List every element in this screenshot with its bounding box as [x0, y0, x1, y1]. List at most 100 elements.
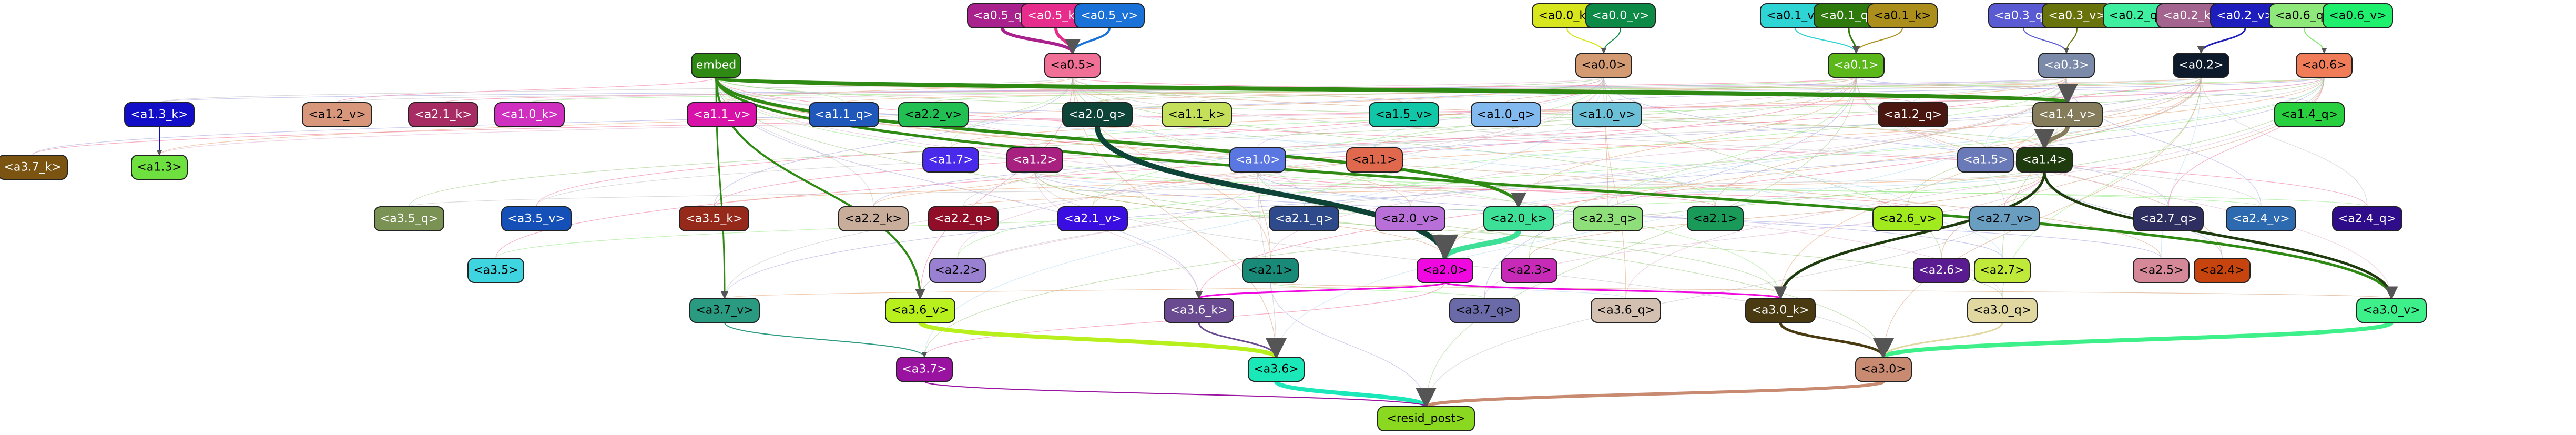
node-box[interactable]	[374, 206, 444, 231]
node-box[interactable]	[124, 102, 195, 127]
node-a2-7-v[interactable]: <a2.7_v>	[1969, 206, 2040, 231]
node-a1-2-q[interactable]: <a1.2_q>	[1878, 102, 1948, 127]
node-a2-1[interactable]: <a2.1>	[1687, 206, 1744, 231]
node-box[interactable]	[2038, 53, 2095, 78]
node-box[interactable]	[2173, 53, 2229, 78]
node-a2-7-q[interactable]: <a2.7_q>	[2133, 206, 2204, 231]
node-a1-1-v[interactable]: <a1.1_v>	[687, 102, 757, 127]
node-box[interactable]	[1585, 3, 1656, 28]
node-a2-4-q[interactable]: <a2.4_q>	[2332, 206, 2402, 231]
node-box[interactable]	[467, 258, 524, 283]
node-box[interactable]	[2133, 258, 2190, 283]
node-box[interactable]	[1377, 406, 1475, 431]
node-box[interactable]	[1878, 102, 1948, 127]
node-a2-6-v[interactable]: <a2.6_v>	[1872, 206, 1943, 231]
node-box[interactable]	[928, 206, 999, 231]
node-a1-0-k[interactable]: <a1.0_k>	[494, 102, 565, 127]
node-box[interactable]	[1867, 3, 1938, 28]
node-a0-6[interactable]: <a0.6>	[2296, 53, 2353, 78]
node-a0-1-k[interactable]: <a0.1_k>	[1867, 3, 1938, 28]
node-box[interactable]	[1957, 147, 2014, 173]
node-box[interactable]	[0, 155, 68, 180]
node-box[interactable]	[885, 298, 955, 323]
node-a1-4[interactable]: <a1.4>	[2016, 147, 2073, 173]
node-a0-3[interactable]: <a0.3>	[2038, 53, 2095, 78]
node-a0-2[interactable]: <a0.2>	[2173, 53, 2229, 78]
node-box[interactable]	[1044, 53, 1101, 78]
node-box[interactable]	[2032, 102, 2103, 127]
node-a3-5-v[interactable]: <a3.5_v>	[501, 206, 572, 231]
node-box[interactable]	[1248, 357, 1305, 382]
node-box[interactable]	[131, 155, 188, 180]
node-box[interactable]	[1575, 53, 1632, 78]
node-box[interactable]	[1229, 147, 1286, 173]
node-a2-0-k[interactable]: <a2.0_k>	[1483, 206, 1554, 231]
node-box[interactable]	[1269, 206, 1339, 231]
node-a2-1-v[interactable]: <a2.1_v>	[1057, 206, 1128, 231]
node-a0-5[interactable]: <a0.5>	[1044, 53, 1101, 78]
node-a1-0-v[interactable]: <a1.0_v>	[1572, 102, 1642, 127]
node-box[interactable]	[2133, 206, 2204, 231]
node-a2-3-q[interactable]: <a2.3_q>	[1573, 206, 1643, 231]
node-box[interactable]	[1855, 357, 1912, 382]
node-a2-2-k[interactable]: <a2.2_k>	[838, 206, 909, 231]
node-a1-2-v[interactable]: <a1.2_v>	[302, 102, 372, 127]
node-box[interactable]	[1162, 102, 1232, 127]
node-box[interactable]	[1967, 298, 2038, 323]
node-box[interactable]	[809, 102, 879, 127]
node-a3-5-q[interactable]: <a3.5_q>	[374, 206, 444, 231]
node-a2-2-v[interactable]: <a2.2_v>	[898, 102, 969, 127]
node-box[interactable]	[687, 102, 757, 127]
node-box[interactable]	[1573, 206, 1643, 231]
node-a3-5-k[interactable]: <a3.5_k>	[679, 206, 749, 231]
node-a2-0[interactable]: <a2.0>	[1417, 258, 1473, 283]
node-box[interactable]	[2332, 206, 2402, 231]
node-box[interactable]	[1745, 298, 1816, 323]
node-box[interactable]	[1369, 102, 1439, 127]
node-a0-0-v[interactable]: <a0.0_v>	[1585, 3, 1656, 28]
node-a3-6-q[interactable]: <a3.6_q>	[1591, 298, 1661, 323]
node-box[interactable]	[2226, 206, 2296, 231]
node-a1-3-k[interactable]: <a1.3_k>	[124, 102, 195, 127]
node-a0-6-v[interactable]: <a0.6_v>	[2323, 3, 2393, 28]
node-box[interactable]	[679, 206, 749, 231]
node-a3-7-k[interactable]: <a3.7_k>	[0, 155, 68, 180]
node-a0-1[interactable]: <a0.1>	[1828, 53, 1885, 78]
node-box[interactable]	[1572, 102, 1642, 127]
node-box[interactable]	[1242, 258, 1299, 283]
node-box[interactable]	[898, 102, 969, 127]
node-a2-6[interactable]: <a2.6>	[1913, 258, 1970, 283]
node-a2-2[interactable]: <a2.2>	[929, 258, 986, 283]
node-box[interactable]	[1969, 206, 2040, 231]
node-a1-0-q[interactable]: <a1.0_q>	[1471, 102, 1541, 127]
node-a1-2[interactable]: <a1.2>	[1006, 147, 1063, 173]
node-box[interactable]	[1828, 53, 1885, 78]
node-a1-1-q[interactable]: <a1.1_q>	[809, 102, 879, 127]
node-box[interactable]	[1164, 298, 1234, 323]
node-a2-3[interactable]: <a2.3>	[1501, 258, 1557, 283]
node-box[interactable]	[2274, 102, 2345, 127]
node-box[interactable]	[501, 206, 572, 231]
node-a2-0-q[interactable]: <a2.0_q>	[1062, 102, 1133, 127]
node-box[interactable]	[1057, 206, 1128, 231]
node-a2-0-v[interactable]: <a2.0_v>	[1375, 206, 1445, 231]
node-box[interactable]	[1375, 206, 1445, 231]
node-box[interactable]	[922, 147, 979, 173]
node-box[interactable]	[302, 102, 372, 127]
node-box[interactable]	[1449, 298, 1520, 323]
node-box[interactable]	[2356, 298, 2427, 323]
node-a3-7-q[interactable]: <a3.7_q>	[1449, 298, 1520, 323]
node-a1-1[interactable]: <a1.1>	[1346, 147, 1403, 173]
node-box[interactable]	[896, 357, 953, 382]
node-box[interactable]	[408, 102, 478, 127]
node-a0-0[interactable]: <a0.0>	[1575, 53, 1632, 78]
node-box[interactable]	[929, 258, 986, 283]
node-a3-5[interactable]: <a3.5>	[467, 258, 524, 283]
node-box[interactable]	[2323, 3, 2393, 28]
node-box[interactable]	[1872, 206, 1943, 231]
node-box[interactable]	[1074, 3, 1145, 28]
node-a2-4[interactable]: <a2.4>	[2194, 258, 2251, 283]
node-box[interactable]	[2296, 53, 2353, 78]
node-a1-0[interactable]: <a1.0>	[1229, 147, 1286, 173]
node-box[interactable]	[1417, 258, 1473, 283]
